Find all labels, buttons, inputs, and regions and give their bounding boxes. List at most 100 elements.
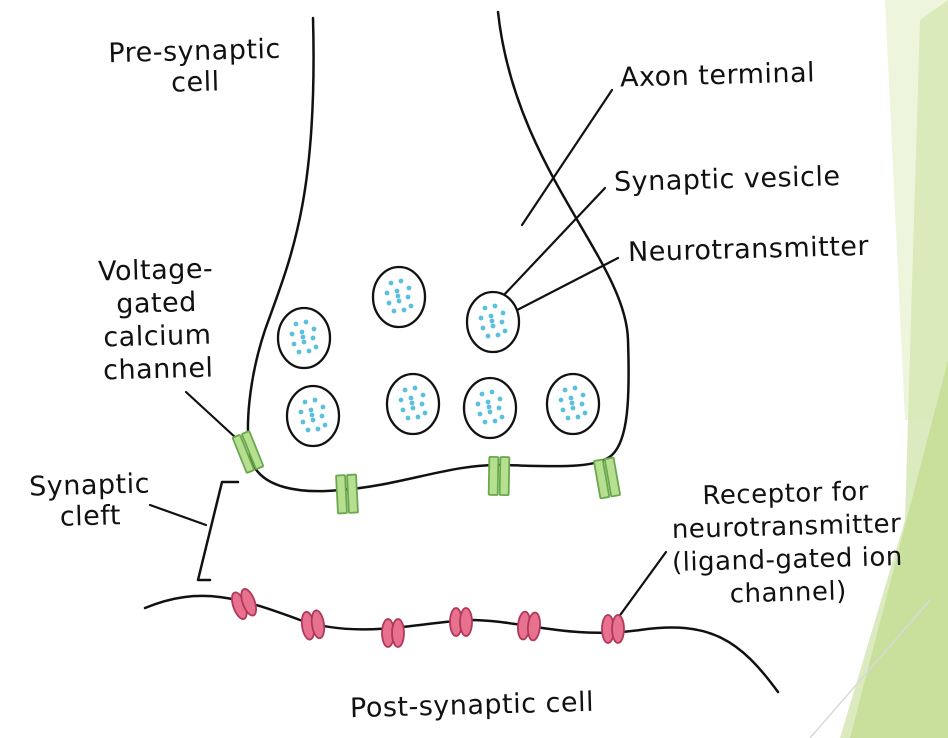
- neurotransmitter-dot: [496, 333, 501, 338]
- neurotransmitter-dot: [312, 327, 317, 332]
- neurotransmitter-dot: [561, 408, 566, 413]
- neurotransmitter-dot: [576, 415, 581, 420]
- neurotransmitter-dot: [491, 324, 496, 329]
- neurotransmitter-dot: [483, 420, 488, 425]
- neurotransmitter-dot: [559, 398, 564, 403]
- neurotransmitter-dot: [397, 299, 402, 304]
- neurotransmitter-dot: [401, 408, 406, 413]
- calcium-channel: [233, 431, 264, 473]
- neurotransmitter-dot: [316, 427, 321, 432]
- neurotransmitter-dot: [563, 388, 568, 393]
- cleft-label-line2: cleft: [20, 499, 161, 534]
- neurotransmitter-dot: [410, 401, 415, 406]
- neurotransmitter-dot: [292, 342, 297, 347]
- neurotransmitter-dot: [321, 405, 326, 410]
- postsynaptic-cell-label: Post-synaptic cell: [350, 687, 595, 724]
- neurotransmitter-dot: [416, 415, 421, 420]
- neurotransmitter-dot: [313, 398, 318, 403]
- receptor-label-line3: (ligand-gated ion: [652, 540, 923, 580]
- neurotransmitter-dot: [299, 410, 304, 415]
- receptor: [517, 611, 541, 641]
- neurotransmitter-dot: [389, 281, 394, 286]
- neurotransmitter-dot: [573, 386, 578, 391]
- vgcc-label-line4: channel: [73, 351, 244, 388]
- calcium-channel: [489, 457, 510, 495]
- neurotransmitter-dot: [403, 388, 408, 393]
- neurotransmitter-dot: [501, 311, 506, 316]
- neurotransmitter-dot: [486, 334, 491, 339]
- neurotransmitter-dot: [493, 419, 498, 424]
- neurotransmitter-dot: [478, 412, 483, 417]
- receptor-label: Receptor for neurotransmitter (ligand-ga…: [650, 474, 923, 613]
- neurotransmitter-dot: [500, 415, 505, 420]
- neurotransmitter-dot: [300, 330, 305, 335]
- neurotransmitter-dot: [498, 397, 503, 402]
- neurotransmitter-dot: [297, 350, 302, 355]
- neurotransmitter-dot: [490, 390, 495, 395]
- neurotransmitter-dot: [387, 301, 392, 306]
- neurotransmitter-dot: [304, 320, 309, 325]
- neurotransmitter-dot: [320, 414, 325, 419]
- neurotransmitter-dot: [302, 340, 307, 345]
- neurotransmitter-dot: [500, 320, 505, 325]
- axon-terminal-label: Axon terminal: [620, 57, 816, 93]
- presynaptic-label-line2: cell: [100, 65, 291, 101]
- neurotransmitter-dot: [423, 411, 428, 416]
- neurotransmitter-dot: [399, 279, 404, 284]
- neurotransmitter-dot: [566, 416, 571, 421]
- neurotransmitter-dot: [476, 402, 481, 407]
- neurotransmitter-dot: [488, 410, 493, 415]
- neurotransmitter-dot: [307, 349, 312, 354]
- neurotransmitter-dot: [420, 402, 425, 407]
- receptor: [382, 619, 404, 647]
- neurotransmitter-dot: [497, 406, 502, 411]
- synaptic-vesicle-label: Synaptic vesicle: [614, 161, 841, 198]
- neurotransmitter-dot: [409, 396, 414, 401]
- neurotransmitter-dot: [480, 392, 485, 397]
- neurotransmitter-dot: [402, 308, 407, 313]
- receptor: [450, 608, 472, 636]
- neurotransmitter-dot: [487, 405, 492, 410]
- vgcc-label-line3: calcium: [72, 318, 243, 355]
- neurotransmitter-dot: [399, 398, 404, 403]
- neurotransmitter-dot: [392, 309, 397, 314]
- neurotransmitter-dot: [309, 408, 314, 413]
- neurotransmitter-dot: [583, 411, 588, 416]
- neurotransmitter-dot: [406, 295, 411, 300]
- synaptic-cleft-label: Synaptic cleft: [19, 468, 161, 534]
- neurotransmitter-dot: [290, 332, 295, 337]
- neurotransmitter-dot: [406, 416, 411, 421]
- vgcc-label: Voltage- gated calcium channel: [70, 252, 243, 388]
- neurotransmitter-dot: [503, 329, 508, 334]
- neurotransmitter-dot: [311, 336, 316, 341]
- vgcc-pointer: [186, 392, 236, 438]
- neurotransmitter-dot: [411, 406, 416, 411]
- presynaptic-cell-label: Pre-synaptic cell: [99, 34, 291, 101]
- neurotransmitter-dot: [421, 393, 426, 398]
- cleft-label-line1: Synaptic: [19, 468, 160, 503]
- receptor: [300, 610, 326, 641]
- receptor: [229, 587, 259, 621]
- neurotransmitter-dot: [407, 286, 412, 291]
- receptors: [229, 587, 624, 647]
- neurotransmitter-dot: [314, 345, 319, 350]
- vgcc-label-line2: gated: [71, 285, 242, 322]
- neurotransmitter-dot: [301, 420, 306, 425]
- neurotransmitter-dot: [303, 400, 308, 405]
- neurotransmitter-dot: [310, 413, 315, 418]
- neurotransmitter-dot: [490, 319, 495, 324]
- neurotransmitter-dot: [580, 402, 585, 407]
- neurotransmitter-dot: [396, 294, 401, 299]
- neurotransmitter-dot: [306, 428, 311, 433]
- neurotransmitter-dot: [479, 316, 484, 321]
- calcium-channel: [594, 458, 620, 499]
- neurotransmitter-dot: [323, 423, 328, 428]
- neurotransmitter-dot: [301, 335, 306, 340]
- neurotransmitter-dot: [409, 304, 414, 309]
- neurotransmitter-dot: [581, 393, 586, 398]
- calcium-channel: [336, 475, 358, 514]
- neurotransmitter-dot: [493, 304, 498, 309]
- neurotransmitter-dot: [570, 401, 575, 406]
- neurotransmitter-dot: [489, 314, 494, 319]
- neurotransmitter-dot: [571, 406, 576, 411]
